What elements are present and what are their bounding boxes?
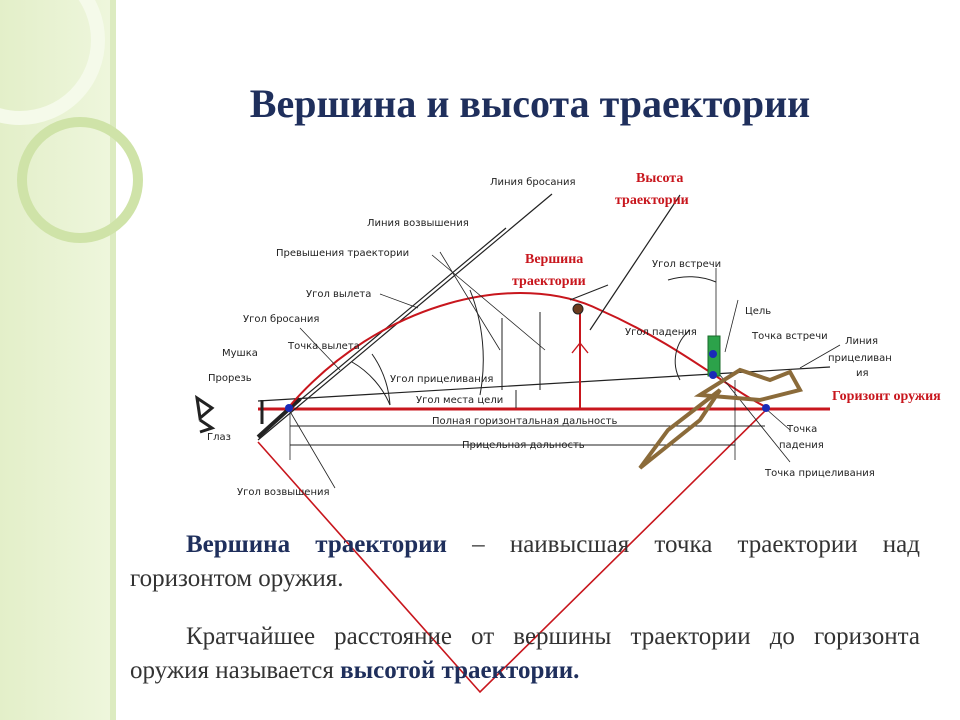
decor-circle-2 [17,117,143,243]
label-full-range: Полная горизонтальная дальность [432,416,617,427]
height-arrow-left [571,342,581,354]
departure-leader [379,293,419,309]
label-aim-line-2: прицеливан [828,353,892,364]
throw-line [257,193,553,441]
label-aim-line-1: Линия [845,336,878,347]
label-height-2: траектории [615,193,689,208]
aim-point [709,371,717,379]
brown-shape-1 [638,388,722,470]
slide-title: Вершина и высота траектории [249,81,811,126]
excess-leader [439,251,501,351]
target-leader [724,299,739,353]
fall-angle-arc [674,329,691,381]
label-target-place-angle: Угол места цели [416,395,503,406]
fall-point-leader [764,407,791,431]
label-departure-angle: Угол вылета [306,289,371,300]
brown-shape-2 [693,367,804,403]
term-height: высотой траектории. [340,657,580,684]
label-target: Цель [745,306,771,317]
label-eye: Глаз [207,432,231,443]
label-excess: Превышения траектории [276,248,409,259]
throw-angle-leader [299,327,341,371]
label-fall-point-2: падения [779,440,824,451]
decor-circle-1 [0,0,105,125]
fall-point [762,404,770,412]
projection-lines [257,407,769,694]
label-meet-angle: Угол встречи [652,259,721,270]
apex-leader [569,284,609,301]
eye-symbol [195,394,215,421]
departure-point [285,404,293,412]
label-departure-point: Точка вылета [287,341,360,352]
label-front-sight: Мушка [222,348,258,359]
departure-angle-arc [469,289,484,396]
paragraph1-rest: – наивысшая точка траектории над горизон… [130,531,920,592]
label-fall-angle: Угол падения [625,327,697,338]
label-aim-angle: Угол прицеливания [390,374,493,385]
label-throw-line: Линия бросания [490,177,576,188]
aim-point-leader [719,374,791,463]
label-throw-angle: Угол бросания [243,314,319,325]
label-sight-range: Прицельная дальность [462,440,585,451]
label-horizon: Горизонт оружия [832,389,941,404]
label-rear-sight: Прорезь [208,373,252,384]
label-height-1: Высота [636,171,683,186]
trajectory-curve [287,292,769,409]
height-arrow-right [579,342,589,354]
paragraph2-text: Кратчайшее расстояние от вершины траекто… [130,623,920,684]
label-meet-point: Точка встречи [751,331,828,342]
barrel [256,397,302,439]
aim-line-leader [799,344,841,369]
eye-symbol-lower [199,418,216,434]
decorative-stripe [110,0,116,720]
paragraph-apex-definition: Вершина траектории – наивысшая точка тра… [130,528,920,596]
label-aim-line-3: ия [856,368,869,379]
apex-point [572,303,584,315]
label-apex-1: Вершина [525,252,583,267]
label-apex-2: траектории [512,274,586,289]
meet-angle-arc [667,276,717,283]
label-fall-point-1: Точка [786,424,817,435]
height-leader [589,194,681,331]
excess-leader-2 [431,254,546,351]
term-apex: Вершина траектории [186,531,447,558]
label-aim-point: Точка прицеливания [764,468,875,479]
elevation-angle-leader [287,407,336,489]
paragraph-height-definition: Кратчайшее расстояние от вершины траекто… [130,620,920,688]
throw-angle-arc [371,353,391,406]
aim-angle-arc [351,361,391,406]
label-elevation-angle: Угол возвышения [237,487,330,498]
label-elevation-line: Линия возвышения [367,218,469,229]
meet-point [709,350,717,358]
